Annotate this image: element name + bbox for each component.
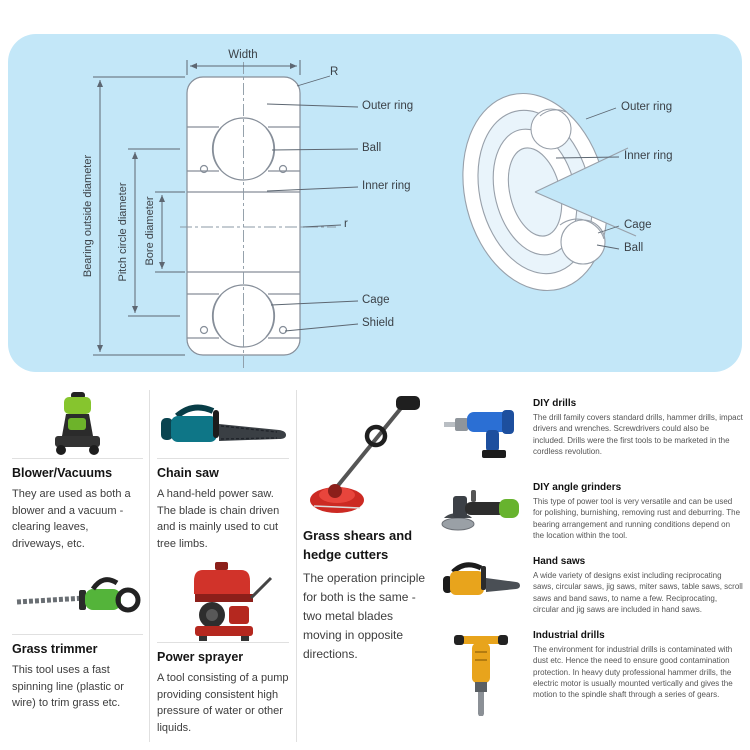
tool-description-grass-trimmer: This tool uses a fast spinning line (pla… — [12, 664, 124, 709]
tool-title-diy-drills: DIY drills — [533, 398, 577, 409]
tool-text-diy-angle-grinders: DIY angle grinders This type of power to… — [533, 482, 743, 541]
angle-grinder-image — [441, 482, 521, 538]
tool-row-hand-saws: Hand saws A wide variety of designs exis… — [441, 556, 743, 615]
tool-description-hand-saws: A wide variety of designs exist includin… — [533, 571, 743, 615]
industrial-drill-image — [441, 630, 521, 716]
cage-label: Cage — [362, 294, 390, 306]
tool-card-chain-saw: Chain saw A hand-held power saw. The bla… — [157, 388, 289, 552]
tool-title-industrial-drills: Industrial drills — [533, 630, 605, 641]
shield-label: Shield — [362, 317, 394, 329]
hand-saw-image — [441, 556, 521, 612]
tool-row-diy-angle-grinders: DIY angle grinders This type of power to… — [441, 482, 743, 541]
tool-title-power-sprayer: Power sprayer — [157, 642, 289, 664]
tool-description-grass-shears: The operation principle for both is the … — [303, 570, 426, 662]
tool-row-diy-drills: DIY drills The drill family covers stand… — [441, 398, 743, 460]
tool-description-industrial-drills: The environment for industrial drills is… — [533, 645, 733, 700]
r-lower-label: r — [344, 218, 348, 230]
pitch-circle-diameter-label: Pitch circle diameter — [117, 182, 129, 282]
chain-saw-image — [157, 388, 289, 458]
tool-description-blower: They are used as both a blower and a vac… — [12, 488, 131, 550]
tool-text-industrial-drills: Industrial drills The environment for in… — [533, 630, 743, 701]
tool-title-grass-trimmer: Grass trimmer — [12, 634, 143, 656]
tool-description-diy-angle-grinders: This type of power tool is very versatil… — [533, 497, 741, 541]
bearing-outside-diameter-label: Bearing outside diameter — [82, 154, 94, 278]
tool-title-blower: Blower/Vacuums — [12, 458, 143, 480]
r-upper-label: R — [330, 66, 339, 78]
tool-title-hand-saws: Hand saws — [533, 556, 586, 567]
cutaway-inner-ring-label: Inner ring — [624, 150, 673, 162]
tool-title-grass-shears: Grass shears and hedge cutters — [303, 528, 413, 562]
column-divider-2 — [296, 390, 297, 742]
tool-card-blower: Blower/Vacuums They are used as both a b… — [12, 388, 143, 552]
tool-description-chain-saw: A hand-held power saw. The blade is chai… — [157, 488, 280, 550]
diy-drill-image — [441, 398, 521, 460]
width-label: Width — [228, 49, 258, 61]
power-sprayer-image — [157, 558, 289, 642]
tool-card-grass-shears: Grass shears and hedge cutters The opera… — [303, 392, 431, 665]
tool-description-power-sprayer: A tool consisting of a pump providing co… — [157, 672, 289, 734]
tool-card-grass-trimmer: Grass trimmer This tool uses a fast spin… — [12, 558, 143, 712]
blower-image — [12, 388, 143, 458]
tool-text-diy-drills: DIY drills The drill family covers stand… — [533, 398, 743, 457]
grass-trimmer-image — [12, 558, 143, 634]
outer-ring-label: Outer ring — [362, 100, 414, 112]
cutaway-outer-ring-label: Outer ring — [621, 101, 673, 113]
tool-title-diy-angle-grinders: DIY angle grinders — [533, 482, 622, 493]
cutaway-ball-label: Ball — [624, 242, 644, 254]
tool-title-chain-saw: Chain saw — [157, 458, 289, 480]
ball-label: Ball — [362, 142, 382, 154]
bore-diameter-label: Bore diameter — [144, 196, 156, 266]
grass-shears-image — [303, 392, 431, 520]
tool-row-industrial-drills: Industrial drills The environment for in… — [441, 630, 743, 716]
tool-card-power-sprayer: Power sprayer A tool consisting of a pum… — [157, 558, 289, 736]
inner-ring-label: Inner ring — [362, 180, 411, 192]
cutaway-cage-label: Cage — [624, 219, 652, 231]
tool-text-hand-saws: Hand saws A wide variety of designs exis… — [533, 556, 743, 615]
column-divider-1 — [149, 390, 150, 742]
tool-description-diy-drills: The drill family covers standard drills,… — [533, 413, 743, 457]
